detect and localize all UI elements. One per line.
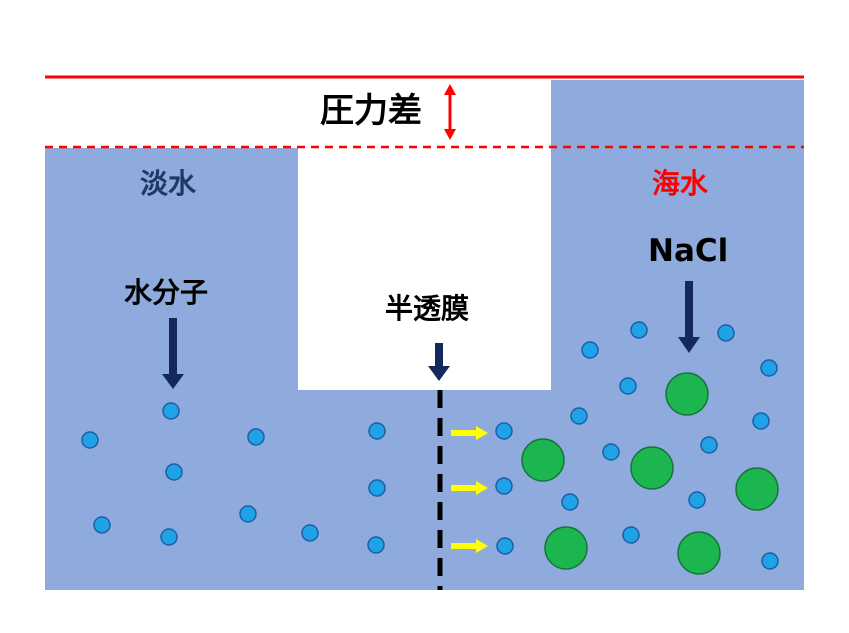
water-molecule: [602, 443, 620, 461]
fresh-water-label: 淡水: [140, 167, 197, 200]
water-molecule: [368, 422, 386, 440]
water-molecule: [160, 528, 178, 546]
water-molecule: [561, 493, 579, 511]
water-molecule: [93, 516, 111, 534]
water-molecule: [581, 341, 599, 359]
water-molecule: [630, 321, 648, 339]
water-molecule: [247, 428, 265, 446]
salt-ion: [544, 526, 588, 570]
water-molecule: [622, 526, 640, 544]
water-molecule: [367, 536, 385, 554]
water-molecule: [761, 552, 779, 570]
salt-label: NaCl: [648, 233, 729, 269]
water-molecule: [496, 537, 514, 555]
arrow-right-icon: [451, 426, 488, 440]
salt-ion: [735, 467, 779, 511]
sea-water-label: 海水: [652, 167, 709, 200]
water-molecule: [239, 505, 257, 523]
double-arrow-vertical-icon: [444, 84, 456, 140]
water-molecule: [495, 422, 513, 440]
water-molecule: [301, 524, 319, 542]
salt-ion: [630, 446, 674, 490]
water-molecule: [752, 412, 770, 430]
pressure-difference-label: 圧力差: [320, 91, 422, 131]
arrow-down-icon: [678, 281, 700, 353]
fresh-water-region: [45, 80, 804, 590]
salt-ions: [521, 372, 779, 575]
water-molecules: [81, 321, 779, 570]
water-molecule: [368, 479, 386, 497]
semipermeable-membrane-label: 半透膜: [385, 292, 470, 325]
arrow-right-icon: [451, 481, 488, 495]
water-molecule: [162, 402, 180, 420]
water-molecule: [688, 491, 706, 509]
water-molecule: [495, 477, 513, 495]
water-molecule: [717, 324, 735, 342]
water-molecule: [165, 463, 183, 481]
arrow-right-icon: [451, 539, 488, 553]
water-molecule: [570, 407, 588, 425]
water-molecule: [760, 359, 778, 377]
water-molecule: [700, 436, 718, 454]
water-molecule: [81, 431, 99, 449]
salt-ion: [521, 438, 565, 482]
water-molecule-label: 水分子: [124, 276, 209, 309]
salt-ion: [665, 372, 709, 416]
water-molecule: [619, 377, 637, 395]
arrow-down-icon: [162, 318, 184, 389]
arrow-down-icon: [428, 343, 450, 381]
salt-ion: [677, 531, 721, 575]
